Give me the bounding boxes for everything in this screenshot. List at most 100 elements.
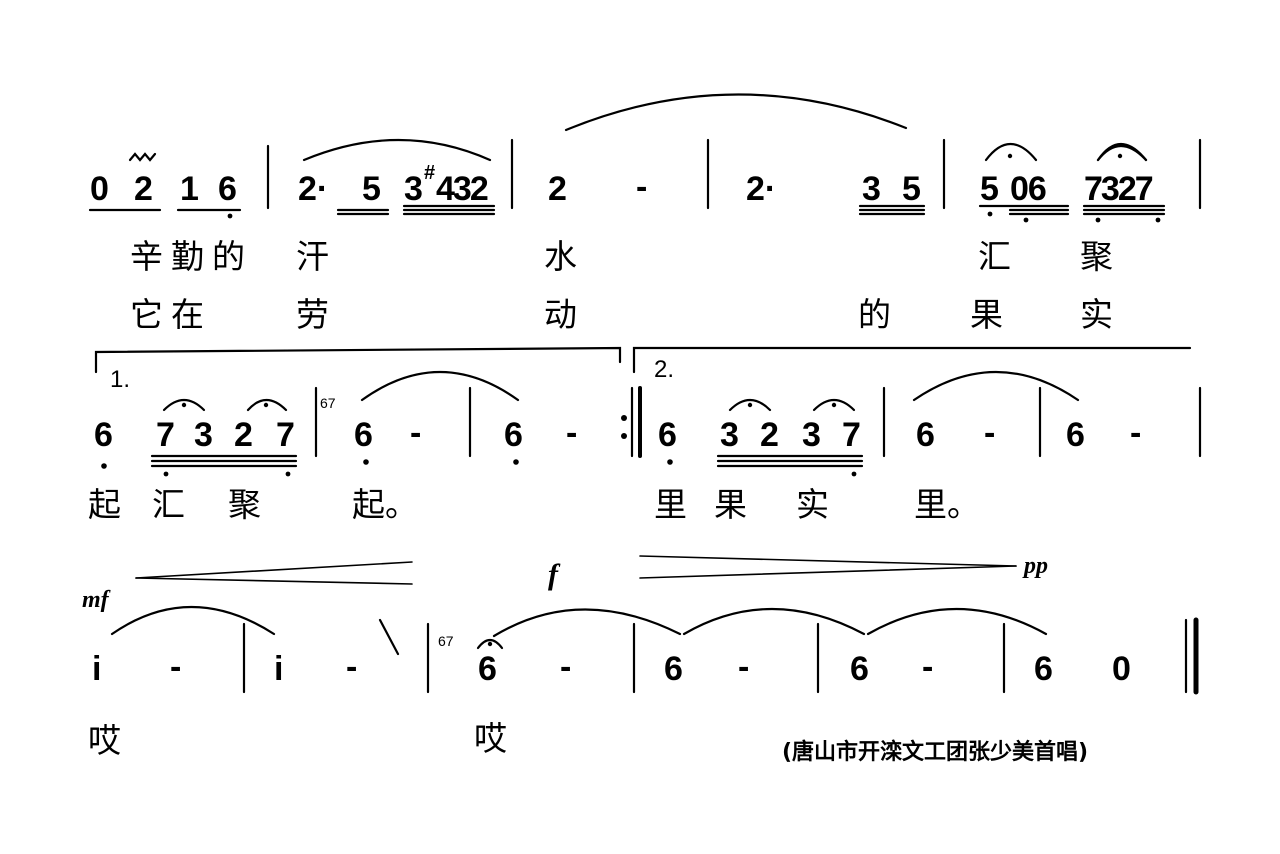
octave-dot: [667, 459, 673, 465]
fermata-dot: [831, 402, 837, 408]
volta-1-label: 1.: [110, 366, 131, 393]
dash: -: [636, 168, 648, 206]
dash: -: [922, 648, 934, 686]
note: 6: [504, 416, 523, 454]
slur: [360, 370, 520, 402]
octave-dot: [987, 211, 993, 217]
octave-dot: [101, 463, 107, 469]
dynamic-f: f: [548, 558, 558, 591]
note: 6: [354, 416, 373, 454]
note: 7: [156, 416, 175, 454]
note: 06: [1010, 170, 1047, 208]
lyric: 实: [796, 485, 829, 524]
lyric-line2: 它在: [130, 295, 212, 334]
volta-bracket: [94, 346, 622, 374]
fermata-dot: [487, 641, 493, 647]
crescendo: [135, 577, 413, 585]
repeat-dot: [621, 433, 627, 439]
lyric: 汇: [978, 237, 1011, 276]
octave-dot: [1095, 217, 1101, 223]
slur: [162, 398, 206, 412]
lyric: 哎: [474, 719, 507, 758]
note: 6: [478, 650, 497, 688]
dash: -: [560, 648, 572, 686]
note: 432: [436, 170, 489, 208]
note: 5: [362, 170, 381, 208]
slur: [564, 93, 908, 132]
octave-dot: [851, 471, 857, 477]
lyric: 汗: [296, 237, 329, 276]
lyric: 动: [544, 295, 577, 334]
slur: [728, 398, 772, 412]
volta-2-label: 2.: [654, 356, 675, 383]
lyric: 聚: [228, 485, 261, 524]
note: 6: [916, 416, 935, 454]
slur: [1096, 145, 1148, 162]
note: 6: [664, 650, 683, 688]
dash: -: [984, 414, 996, 452]
note: 7327: [1084, 170, 1154, 208]
decrescendo: [639, 565, 1017, 579]
note: 2·: [746, 170, 777, 208]
dash: -: [410, 414, 422, 452]
note: 7: [842, 416, 861, 454]
octave-dot: [1023, 217, 1029, 223]
lyric: 起。: [352, 485, 418, 524]
note: 2: [548, 170, 567, 208]
slur: [110, 605, 276, 636]
dash: -: [738, 648, 750, 686]
note: 3: [194, 416, 213, 454]
lyric: 的: [858, 295, 891, 334]
fermata-dot: [1117, 153, 1123, 159]
slur: [492, 608, 682, 638]
octave-dot: [163, 471, 169, 477]
note: i: [92, 650, 102, 688]
note: 6: [658, 416, 677, 454]
fermata-dot: [181, 402, 187, 408]
note: 6: [850, 650, 869, 688]
note: 0: [90, 170, 109, 208]
note: 2: [760, 416, 779, 454]
note: 6: [218, 170, 237, 208]
breath-mark: [378, 618, 400, 656]
fermata-dot: [747, 402, 753, 408]
dash: -: [566, 414, 578, 452]
note: 6: [1034, 650, 1053, 688]
note: 2: [234, 416, 253, 454]
slur: [866, 607, 1048, 636]
note: 5: [980, 170, 999, 208]
performer-credit: (唐山市开滦文工团张少美首唱): [782, 740, 1089, 765]
lyric: 聚: [1080, 237, 1113, 276]
note: 3: [862, 170, 881, 208]
note: i: [274, 650, 284, 688]
dash: -: [346, 648, 358, 686]
note: 2·: [298, 170, 329, 208]
slur: [812, 398, 856, 412]
lyric: 哎: [88, 721, 121, 760]
dash: -: [170, 648, 182, 686]
repeat-dot: [621, 415, 627, 421]
fermata-dot: [263, 402, 269, 408]
grace-notes: 67: [320, 395, 336, 411]
lyric: 果: [714, 485, 747, 524]
lyric: 劳: [296, 295, 329, 334]
octave-dot: [363, 459, 369, 465]
note: 2: [134, 170, 153, 208]
lyric: 果: [970, 295, 1003, 334]
octave-dot: [285, 471, 291, 477]
note: 5: [902, 170, 921, 208]
lyric: 汇: [152, 485, 185, 524]
grace-notes: 67: [438, 633, 454, 649]
decrescendo: [639, 555, 1017, 567]
lyric: 里。: [914, 485, 980, 524]
lyric: 实: [1080, 295, 1113, 334]
slur: [682, 608, 866, 636]
note: 3: [720, 416, 739, 454]
octave-dot: [513, 459, 519, 465]
note: 3: [802, 416, 821, 454]
note: 1: [180, 170, 199, 208]
fermata: [476, 638, 504, 650]
note: 3: [404, 170, 423, 208]
slur: [912, 370, 1080, 402]
slur: [302, 138, 492, 162]
